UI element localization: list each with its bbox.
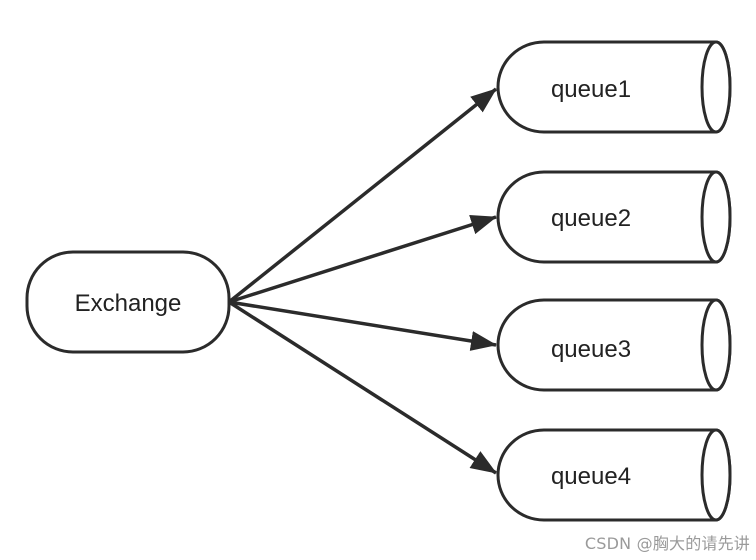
queue3-label: queue3 <box>551 336 631 363</box>
arrow-exchange-to-queue1 <box>227 87 498 304</box>
arrows <box>227 87 498 475</box>
queue2-label: queue2 <box>551 205 631 232</box>
watermark: CSDN @胸大的请先讲 <box>584 534 750 553</box>
arrow-exchange-to-queue3 <box>228 300 497 351</box>
queue2-node: queue2 <box>496 170 732 264</box>
queue1-node: queue1 <box>496 40 732 134</box>
arrow-exchange-to-queue2 <box>228 215 497 304</box>
exchange-label: Exchange <box>75 290 182 317</box>
queue3-cylinder-cap <box>700 298 732 392</box>
exchange-node: Exchange <box>25 250 231 354</box>
queue1-label: queue1 <box>551 76 631 103</box>
queue1-cylinder-cap <box>700 40 732 134</box>
queue4-node: queue4 <box>496 428 732 522</box>
queue2-cylinder-cap <box>700 170 732 264</box>
queue4-cylinder-cap <box>700 428 732 522</box>
queue4-label: queue4 <box>551 463 631 490</box>
arrow-exchange-to-queue4 <box>228 300 497 475</box>
exchange-shape <box>25 250 231 354</box>
queue3-node: queue3 <box>496 298 732 392</box>
